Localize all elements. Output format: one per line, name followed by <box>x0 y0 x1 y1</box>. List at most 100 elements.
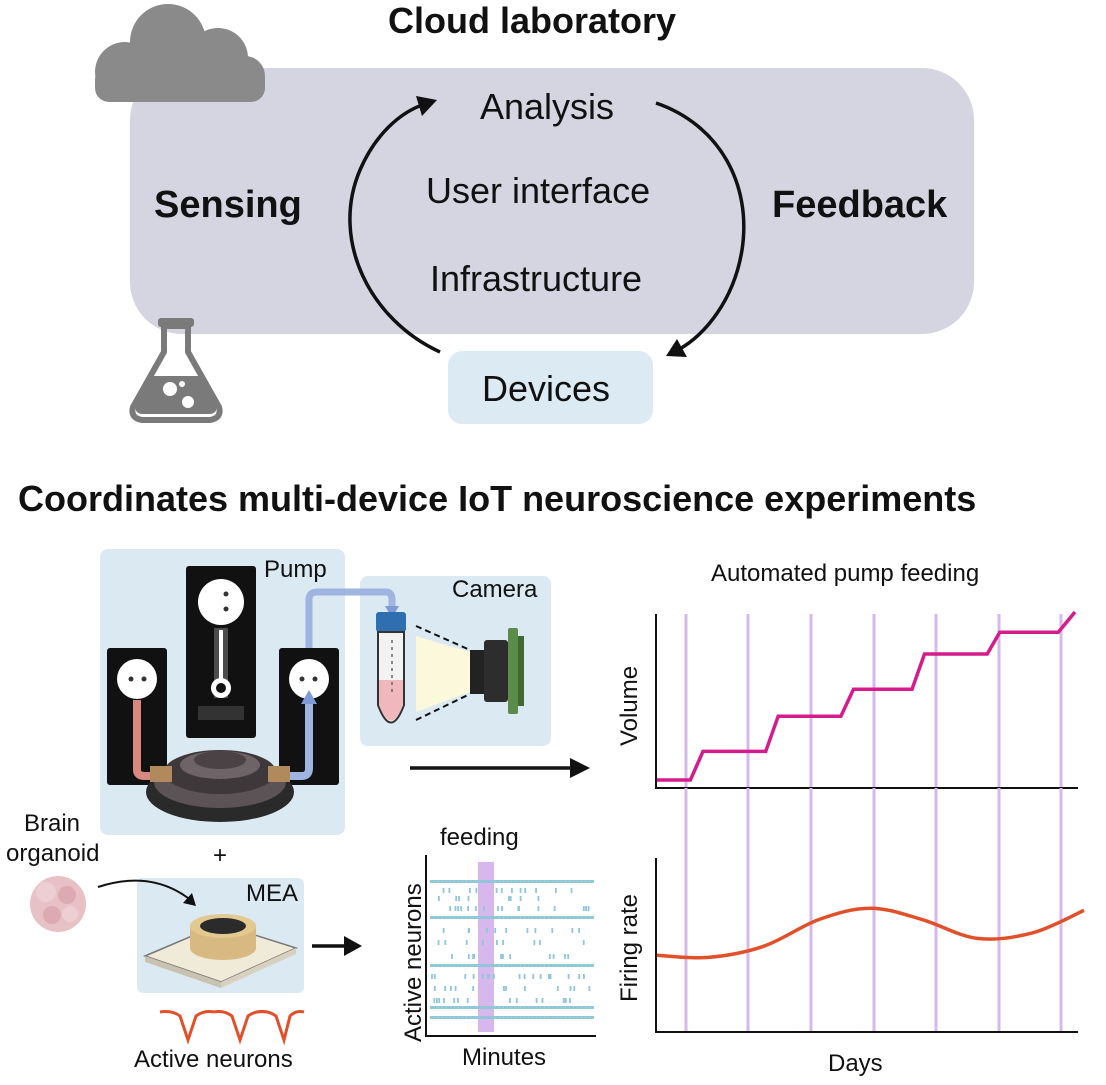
spike-tick <box>442 964 447 967</box>
spike-tick <box>515 998 518 1003</box>
raster-x-label: Minutes <box>462 1044 547 1071</box>
spike-tick <box>509 896 512 901</box>
spike-tick <box>475 916 480 919</box>
spike-tick <box>561 964 566 967</box>
spike-tick <box>573 880 578 883</box>
cycle-arrow-right-head <box>666 339 687 357</box>
spike-tick <box>464 974 467 979</box>
spike-tick <box>512 1016 516 1019</box>
spike-tick <box>524 1016 529 1019</box>
mea-chip-icon <box>142 914 299 988</box>
raster-plot <box>425 855 596 1037</box>
spike-tick <box>585 906 587 911</box>
spike-tick <box>462 880 467 883</box>
spike-tick <box>540 1006 545 1009</box>
spike-tick <box>475 888 478 893</box>
spike-tick <box>557 1016 562 1019</box>
spike-tick <box>535 998 538 1003</box>
culture-chamber-icon <box>146 750 294 822</box>
spike-tick <box>442 916 447 919</box>
flask-icon <box>129 318 223 423</box>
spike-tick <box>471 880 475 883</box>
spike-tick <box>507 880 512 883</box>
spike-tick <box>556 986 559 991</box>
spike-tick <box>548 974 550 979</box>
spike-tick <box>454 1016 459 1019</box>
spike-tick <box>502 940 504 945</box>
spike-tick <box>438 1016 443 1019</box>
spike-tick <box>553 964 557 967</box>
spike-tick <box>581 1016 586 1019</box>
spike-tick <box>500 888 503 893</box>
mea-label: MEA <box>246 880 299 907</box>
spike-tick <box>466 1016 471 1019</box>
spike-tick <box>520 1016 525 1019</box>
spike-tick <box>450 880 455 883</box>
spike-tick <box>553 1016 557 1019</box>
spike-tick <box>553 880 557 883</box>
spike-tick <box>483 964 488 967</box>
spike-tick <box>518 974 521 979</box>
spike-tick <box>524 888 527 893</box>
spike-tick <box>532 974 535 979</box>
spike-tick <box>460 906 463 911</box>
spike-tick <box>471 916 475 919</box>
spike-tick <box>483 1016 488 1019</box>
spike-tick <box>564 954 566 959</box>
spike-tick <box>491 880 496 883</box>
spike-tick <box>430 1016 434 1019</box>
outflow-tube-arrow <box>301 690 317 704</box>
organoid-label: organoid <box>6 840 100 867</box>
iot-section-title: Coordinates multi-device IoT neuroscienc… <box>18 478 977 519</box>
spike-tick <box>446 964 451 967</box>
spike-tick <box>583 974 585 979</box>
spike-tick <box>446 880 451 883</box>
spike-tick <box>561 1006 566 1009</box>
spike-tick <box>512 880 516 883</box>
spike-tick <box>548 954 551 959</box>
spike-tick <box>537 906 540 911</box>
spike-tick <box>499 880 504 883</box>
pump-feeding-chart <box>655 610 1078 789</box>
inflow-tube <box>133 700 162 780</box>
spike-tick <box>544 880 549 883</box>
spike-tick <box>524 916 529 919</box>
brain-organoid-icon <box>30 876 86 932</box>
spike-tick <box>528 916 533 919</box>
spike-tick <box>434 1006 439 1009</box>
spike-tick <box>532 916 537 919</box>
spike-tick <box>573 1006 578 1009</box>
spike-tick <box>458 964 463 967</box>
spike-tick <box>454 916 459 919</box>
spike-tick <box>450 964 455 967</box>
spike-tick <box>548 964 553 967</box>
spike-tick <box>458 1006 463 1009</box>
spike-tick <box>540 1016 545 1019</box>
spike-waveforms-icon <box>159 1010 305 1046</box>
spike-tick <box>433 986 436 991</box>
spike-tick <box>472 954 474 959</box>
spike-tick <box>454 880 459 883</box>
spike-tick <box>561 880 566 883</box>
spike-tick <box>536 1006 541 1009</box>
spike-tick <box>479 964 484 967</box>
spike-tick <box>442 1016 447 1019</box>
spike-tick <box>589 916 594 919</box>
cloud-laboratory-title: Cloud laboratory <box>388 0 677 41</box>
spike-tick <box>557 916 562 919</box>
syringe-pump-icon <box>186 566 256 738</box>
spike-tick <box>475 964 480 967</box>
spike-tick <box>481 974 484 979</box>
outflow-tube <box>280 700 313 780</box>
firing-rate-line <box>656 906 1085 960</box>
spike-tick <box>565 880 570 883</box>
spike-tick <box>483 880 488 883</box>
spike-tick <box>577 1006 582 1009</box>
spike-tick <box>557 964 562 967</box>
spike-tick <box>505 986 507 991</box>
spike-tick <box>436 998 438 1003</box>
chart1-day-bands <box>684 614 1063 788</box>
spike-tick <box>467 906 469 911</box>
spike-tick <box>431 974 433 979</box>
spike-tick <box>582 906 585 911</box>
